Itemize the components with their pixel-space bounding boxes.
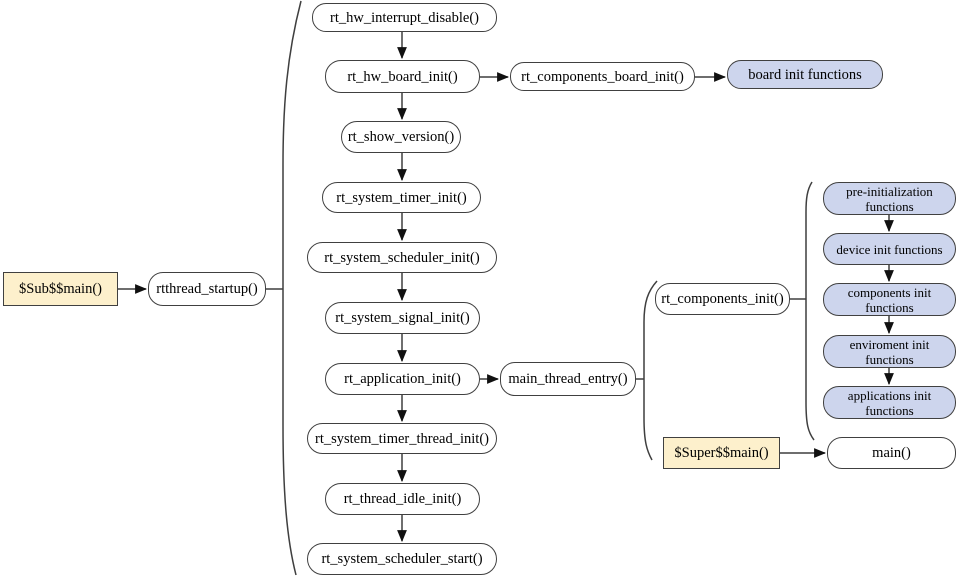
node-rt-system-timer-thread-init: rt_system_timer_thread_init() (307, 423, 497, 454)
node-board-init-functions: board init functions (727, 60, 883, 89)
node-rt-show-version: rt_show_version() (341, 121, 461, 153)
node-sub-main: $Sub$$main() (3, 272, 118, 306)
node-rt-thread-idle-init: rt_thread_idle_init() (325, 483, 480, 515)
node-super-main: $Super$$main() (663, 437, 780, 469)
brace-rtthread-startup-group (282, 0, 302, 576)
node-rt-system-scheduler-start: rt_system_scheduler_start() (307, 543, 497, 575)
brace-main-thread-entry-group (643, 280, 658, 461)
node-enviroment-init-functions: enviroment init functions (823, 335, 956, 368)
node-rt-system-scheduler-init: rt_system_scheduler_init() (307, 242, 497, 273)
node-rt-application-init: rt_application_init() (325, 363, 480, 395)
node-rt-system-timer-init: rt_system_timer_init() (322, 182, 481, 213)
node-rt-hw-board-init: rt_hw_board_init() (325, 60, 480, 93)
node-rt-hw-interrupt-disable: rt_hw_interrupt_disable() (312, 3, 497, 32)
node-rt-components-init: rt_components_init() (655, 283, 790, 315)
node-rtthread-startup: rtthread_startup() (148, 272, 266, 306)
node-device-init-functions: device init functions (823, 233, 956, 265)
node-components-init-functions: components init functions (823, 283, 956, 316)
brace-rt-components-init-group (805, 181, 815, 441)
node-applications-init-functions: applications init functions (823, 386, 956, 419)
node-main-thread-entry: main_thread_entry() (500, 362, 636, 396)
node-main: main() (827, 437, 956, 469)
node-rt-system-signal-init: rt_system_signal_init() (325, 302, 480, 334)
node-pre-initialization-functions: pre-initialization functions (823, 182, 956, 215)
node-rt-components-board-init: rt_components_board_init() (510, 62, 695, 91)
